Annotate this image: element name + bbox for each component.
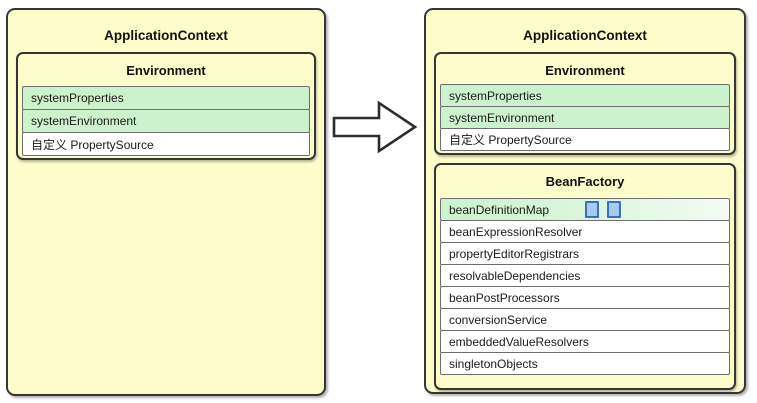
row-label: systemProperties [31,91,124,105]
row-label: 自定义 PropertySource [449,133,572,147]
environment-box-right: Environment systemProperties systemEnvir… [434,52,736,155]
application-context-title-left: ApplicationContext [104,28,228,43]
application-context-box-right: ApplicationContext Environment systemPro… [424,8,746,394]
row-label: resolvableDependencies [449,268,581,283]
row-embedded-value-resolvers: embeddedValueResolvers [440,330,730,353]
row-label: systemEnvironment [31,114,137,128]
application-context-box-left: ApplicationContext Environment systemPro… [6,8,326,396]
row-label: 自定义 PropertySource [31,137,154,152]
row-conversion-service: conversionService [440,308,730,331]
row-label: systemEnvironment [449,110,555,125]
row-label: singletonObjects [449,356,538,371]
environment-rows-left: systemProperties systemEnvironment 自定义 P… [22,86,310,156]
row-property-editor-registrars: propertyEditorRegistrars [440,242,730,265]
row-bean-expression-resolver: beanExpressionResolver [440,220,730,243]
row-label: beanDefinitionMap [449,202,550,217]
bean-factory-title: BeanFactory [545,174,625,189]
right-block-arrow-icon [332,100,418,154]
application-context-title-right: ApplicationContext [523,28,647,43]
row-system-environment: systemEnvironment [22,109,310,133]
row-system-environment: systemEnvironment [440,106,730,129]
row-custom-property-source: 自定义 PropertySource [440,128,730,151]
environment-title-left: Environment [126,63,206,78]
environment-box-left: Environment systemProperties systemEnvir… [16,52,316,160]
row-label: beanExpressionResolver [449,224,583,239]
environment-title-right: Environment [545,63,625,78]
row-label: conversionService [449,312,548,327]
row-singleton-objects: singletonObjects [440,352,730,375]
bean-factory-rows: beanDefinitionMap beanExpressionResolver… [440,198,730,375]
row-label: propertyEditorRegistrars [449,246,580,261]
row-label: beanPostProcessors [449,290,560,305]
bean-definition-square-icon [607,201,622,218]
row-system-properties: systemProperties [440,84,730,107]
row-system-properties: systemProperties [22,86,310,110]
row-resolvable-dependencies: resolvableDependencies [440,264,730,287]
row-custom-property-source: 自定义 PropertySource [22,132,310,156]
row-label: embeddedValueResolvers [449,334,589,349]
bean-definition-square-icon [585,201,600,218]
row-bean-definition-map: beanDefinitionMap [440,198,730,221]
environment-rows-right: systemProperties systemEnvironment 自定义 P… [440,84,730,151]
row-bean-post-processors: beanPostProcessors [440,286,730,309]
bean-factory-box: BeanFactory beanDefinitionMap beanExpres… [434,163,736,390]
row-label: systemProperties [449,88,542,103]
